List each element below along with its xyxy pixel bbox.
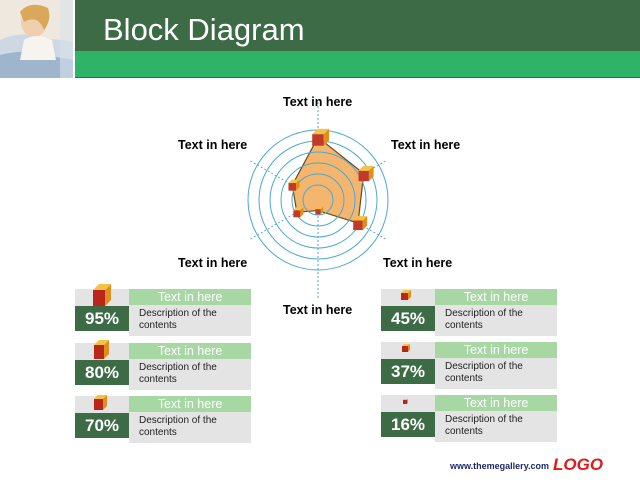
card-description: Description of the contents [435, 305, 557, 336]
card-description: Description of the contents [129, 305, 251, 336]
card-heading: Text in here [129, 289, 251, 305]
radar-point [288, 179, 300, 191]
metric-card: Text in here 80% Description of the cont… [75, 340, 251, 390]
radar-label-top-left: Text in here [178, 138, 248, 152]
radar-ring [302, 184, 334, 216]
card-heading: Text in here [129, 343, 251, 359]
card-heading: Text in here [129, 396, 251, 412]
radar-ring [280, 162, 356, 238]
cube-icon [403, 399, 408, 404]
card-percent: 70% [75, 413, 129, 438]
radar-label-bottom-right: Text in here [383, 256, 453, 270]
card-description: Description of the contents [435, 358, 557, 389]
header-photo [0, 0, 75, 78]
woman-photo-image [0, 0, 73, 78]
header-bar [0, 0, 640, 51]
card-percent: 95% [75, 306, 129, 331]
cube-icon [94, 395, 107, 410]
cube-icon [401, 290, 411, 300]
radar-ring [291, 173, 345, 227]
cube-icon [402, 344, 410, 352]
card-description: Description of the contents [435, 411, 557, 442]
radar-label-top: Text in here [283, 95, 353, 109]
cube-icon [93, 284, 111, 306]
radar-label-bottom-left: Text in here [178, 256, 248, 270]
radar-label-bottom: Text in here [283, 303, 353, 317]
card-heading: Text in here [435, 342, 557, 358]
page-title: Block Diagram [103, 12, 305, 47]
radar-point [293, 207, 304, 218]
header-accent-bar [0, 51, 640, 77]
footer-logo: LOGO [553, 455, 604, 474]
card-heading: Text in here [435, 395, 557, 411]
metric-card: Text in here 37% Description of the cont… [381, 339, 557, 389]
card-description: Description of the contents [129, 412, 251, 443]
card-percent: 37% [381, 359, 435, 384]
radar-label-top-right: Text in here [391, 138, 461, 152]
radar-point [312, 128, 330, 146]
radar-point [358, 166, 374, 182]
metric-card: Text in here 16% Description of the cont… [381, 392, 557, 442]
radar-point [315, 206, 324, 215]
card-percent: 80% [75, 360, 129, 385]
metric-card: Text in here 45% Description of the cont… [381, 286, 557, 336]
footer-url[interactable]: www.themegallery.com [450, 461, 550, 471]
header-divider [0, 77, 640, 78]
header: Block Diagram [0, 0, 640, 78]
card-description: Description of the contents [129, 359, 251, 390]
metric-card: Text in here 70% Description of the cont… [75, 393, 251, 443]
card-percent: 45% [381, 306, 435, 331]
card-strip [381, 395, 435, 412]
radar-point [353, 216, 368, 231]
metric-card: Text in here 95% Description of the cont… [75, 284, 251, 336]
card-heading: Text in here [435, 289, 557, 305]
cube-icon [94, 340, 109, 359]
radar-ring [269, 151, 367, 249]
card-percent: 16% [381, 412, 435, 437]
